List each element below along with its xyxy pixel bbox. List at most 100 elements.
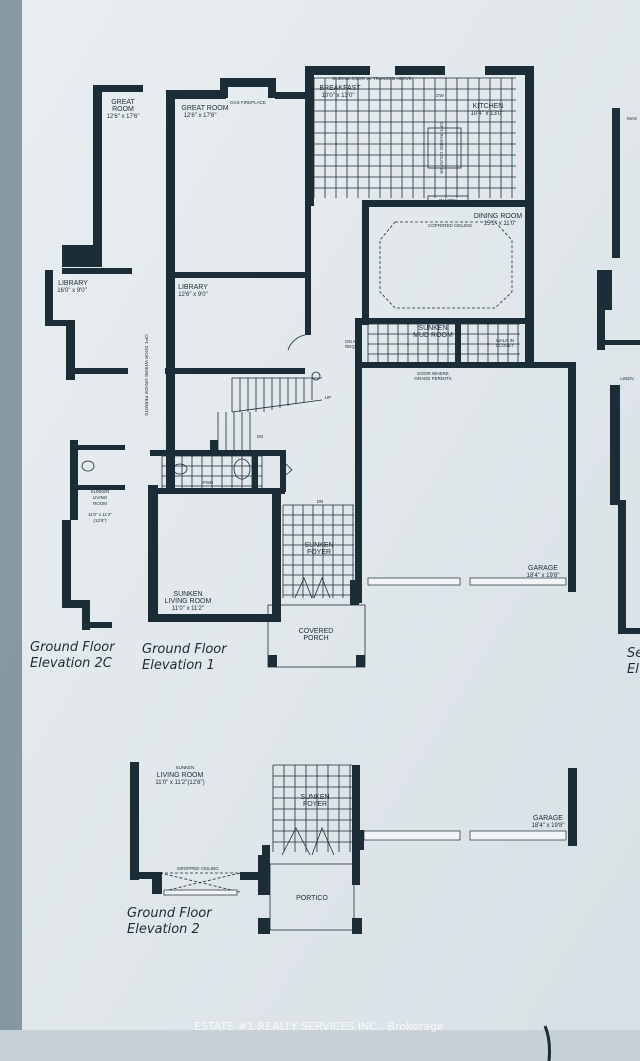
- 2c-great-room-dims: 12'6" x 17'6": [107, 114, 140, 120]
- wall: [618, 628, 640, 634]
- great-room-label: GREAT ROOM: [181, 105, 228, 112]
- photo-edge: [0, 0, 22, 1061]
- library-dims: 12'6" x 9'0": [178, 292, 208, 298]
- wall: [350, 580, 359, 605]
- portico-outline: [269, 863, 355, 931]
- e2-front-doors: [281, 826, 335, 856]
- 2c-living-alt-dims: (12'8"): [94, 518, 107, 523]
- pen-mark: [543, 1025, 551, 1061]
- living-room-label-2: LIVING ROOM: [165, 598, 212, 605]
- breakfast-dims: 10'0" x 13'0": [322, 93, 355, 99]
- wall: [240, 872, 266, 880]
- wall: [604, 340, 640, 345]
- closet-door-swing: [281, 459, 293, 479]
- wall: [62, 245, 102, 267]
- 2c-great-room-label-1: GREAT: [111, 99, 135, 106]
- wall: [362, 200, 369, 325]
- garage-door-right: [469, 577, 567, 586]
- porch-column: [356, 655, 365, 667]
- walk-in-closet-label-1: WALK IN: [496, 338, 514, 343]
- dining-room-label: DINING ROOM: [474, 213, 522, 220]
- wall: [612, 108, 620, 258]
- foyer-label-1: SUNKEN: [304, 542, 333, 549]
- e2-garage-label: GARAGE: [533, 815, 563, 822]
- wall: [70, 440, 78, 520]
- foyer-dn-label: DN: [317, 499, 324, 504]
- floor-tile-grid: [367, 323, 520, 362]
- wall: [597, 310, 605, 350]
- garage-dims: 18'4" x 19'8": [527, 573, 560, 579]
- wall: [258, 918, 270, 934]
- pantry: [427, 195, 469, 205]
- kitchen-label: KITCHEN: [473, 103, 504, 110]
- stairs-dn-label: DN: [257, 434, 264, 439]
- wall: [152, 872, 162, 894]
- wall: [268, 78, 276, 98]
- 2c-library-label: LIBRARY: [58, 280, 88, 287]
- wall: [362, 318, 532, 324]
- wall: [568, 362, 576, 592]
- door-where-grade-2: GRADE PERMITS: [414, 376, 451, 381]
- portico-label: PORTICO: [296, 895, 328, 902]
- e2-living-dims: 11'0" x 11'2"(12'8"): [155, 780, 204, 786]
- caption-elevation-2c-line1: Ground Floor: [30, 640, 116, 655]
- 2c-library-dims: 16'0" x 9'0": [57, 288, 87, 294]
- gas-fireplace-note: GAS FIREPLACE: [230, 100, 266, 105]
- wall: [70, 445, 125, 450]
- wall: [272, 490, 281, 622]
- e2-foyer-label-1: SUNKEN: [300, 794, 329, 801]
- dn-as-reqd-2: REQ'D: [345, 344, 360, 349]
- kitchen-dims: 10'4" x 13'0": [471, 111, 504, 117]
- plan-elevation-1: GREAT ROOM 12'6" x 17'6" GAS FIREPLACE S…: [142, 66, 576, 673]
- caption-partial-line1: Se: [627, 646, 640, 661]
- porch-label-1: COVERED: [299, 628, 334, 635]
- 2c-great-room-label-2: ROOM: [112, 106, 134, 113]
- wall: [70, 485, 125, 490]
- e2-garage-door-right: [469, 830, 567, 841]
- walls-elevation-1: [148, 66, 576, 622]
- wall: [455, 318, 461, 362]
- caption-elevation-1-line1: Ground Floor: [142, 642, 228, 657]
- wall: [220, 78, 275, 87]
- wall: [68, 368, 128, 374]
- wall: [150, 450, 285, 456]
- porch-column: [268, 655, 277, 667]
- e2-living-label-2: LIVING ROOM: [157, 772, 204, 779]
- master-label-partial: MAS: [627, 116, 637, 121]
- dropped-ceiling-outline: [159, 872, 241, 893]
- dining-room-dims: 15'2" x 11'0": [484, 221, 516, 227]
- caption-elevation-1-line2: Elevation 1: [142, 658, 215, 673]
- front-doors: [294, 576, 331, 599]
- dishwasher-label: DW: [436, 93, 444, 98]
- wall: [305, 66, 314, 206]
- wall: [280, 450, 286, 492]
- staircase: [217, 371, 323, 450]
- mud-room-label-1: SUNKEN: [418, 325, 447, 332]
- sink-icon: [172, 463, 188, 475]
- wall: [45, 320, 75, 326]
- wall: [82, 600, 90, 630]
- wall: [210, 440, 218, 455]
- walls-elevation-2: [130, 762, 577, 934]
- floor-tile-grid: [272, 764, 352, 852]
- e2-foyer-tile: [272, 764, 352, 852]
- mud-room-label-2: MUD ROOM: [413, 332, 453, 339]
- wall: [148, 485, 158, 622]
- wall: [45, 270, 53, 320]
- walls-partial-plan: [597, 108, 640, 634]
- 2c-toilet-icon: [81, 460, 95, 472]
- dropped-ceiling-label: DROPPED CEILING: [177, 866, 219, 871]
- wall: [485, 66, 533, 75]
- breakfast-label: BREAKFAST: [319, 85, 361, 92]
- wall: [252, 450, 258, 490]
- 2c-living-label-3: ROOM: [93, 501, 107, 506]
- wall: [220, 78, 228, 98]
- foyer-label-2: FOYER: [307, 549, 331, 556]
- coffered-ceiling-outline: [379, 221, 513, 309]
- coffered-ceiling-note: COFFERED CEILING: [428, 223, 473, 228]
- porch-label-2: PORCH: [303, 635, 328, 642]
- plan-second-floor-partial: MAS LINEN Se El: [597, 108, 640, 677]
- wall: [93, 85, 143, 92]
- e2-foyer-label-2: FOYER: [303, 801, 327, 808]
- e2-garage-door-left: [363, 830, 461, 841]
